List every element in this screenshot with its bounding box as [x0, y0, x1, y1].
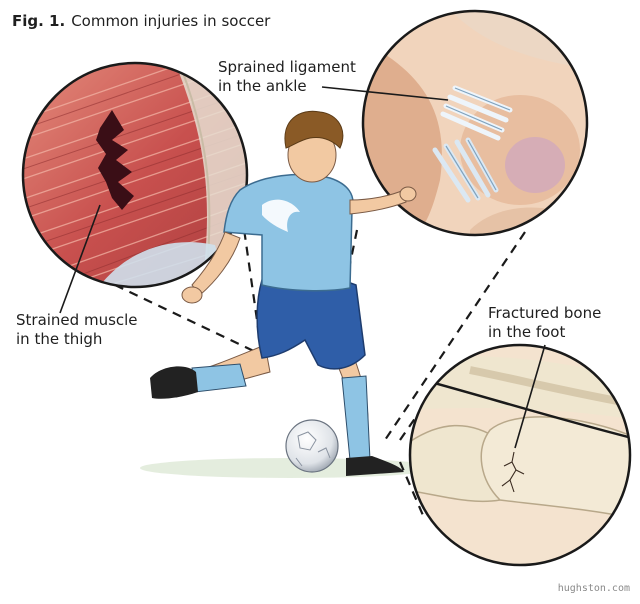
- figure-title: Fig. 1. Common injuries in soccer: [12, 12, 270, 30]
- label-bone-line2: in the foot: [488, 323, 566, 341]
- label-ligament: Sprained ligament in the ankle: [218, 58, 356, 96]
- hair: [284, 110, 344, 149]
- connector-muscle-bottom: [114, 284, 263, 356]
- soccer-ball: [285, 419, 339, 473]
- watermark: hughston.com: [557, 583, 630, 594]
- label-bone-line1: Fractured bone: [488, 304, 602, 322]
- label-muscle: Strained muscle in the thigh: [16, 311, 138, 349]
- jersey: [223, 173, 354, 292]
- fracture-lines: [501, 451, 525, 493]
- left-shoe: [150, 366, 198, 399]
- figure-number: Fig. 1.: [12, 12, 66, 30]
- label-muscle-line1: Strained muscle: [16, 311, 138, 329]
- connector-bone-bottom: [398, 461, 427, 521]
- label-muscle-line2: in the thigh: [16, 330, 103, 348]
- leader-lines: [59, 86, 546, 449]
- figure-title-text: Common injuries in soccer: [71, 12, 271, 30]
- bone-inset: [408, 343, 632, 567]
- leader-bone: [514, 344, 546, 449]
- label-ligament-line2: in the ankle: [218, 77, 307, 95]
- leader-ligament: [321, 86, 449, 101]
- leader-muscle: [59, 204, 101, 314]
- muscle-tear: [96, 110, 134, 210]
- label-ligament-line1: Sprained ligament: [218, 58, 356, 76]
- right-shoe: [346, 456, 404, 476]
- connector-ankle-right: [384, 231, 526, 441]
- soccer-player: [150, 110, 417, 476]
- label-bone: Fractured bone in the foot: [488, 304, 601, 342]
